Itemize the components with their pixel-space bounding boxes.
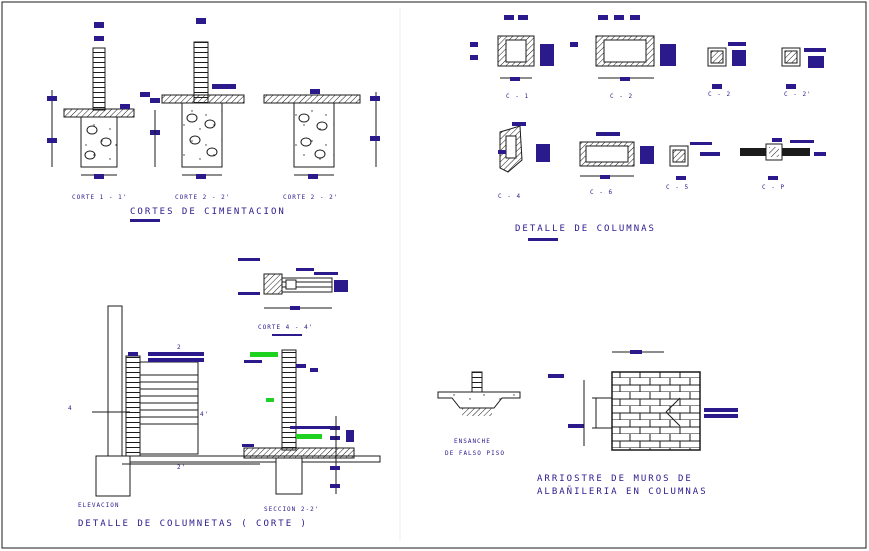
ensanche-drawing [437, 371, 521, 416]
ensanche-line-1: ENSANCHE [454, 438, 491, 445]
seccion-label: SECCION 2-2' [264, 506, 320, 513]
cimentacion-title: CORTES DE CIMENTACION [130, 207, 286, 217]
elevacion-drawing [92, 305, 381, 497]
foundation-cut-1 [47, 22, 135, 179]
arriostre-line-1: ARRIOSTRE DE MUROS DE [537, 474, 693, 484]
column-c6 [579, 132, 654, 179]
elevacion-label: ELEVACION [78, 502, 120, 509]
column-label-c2-small: C - 2 [708, 91, 732, 98]
column-c2-prime [781, 47, 826, 89]
arriostre-drawing [548, 350, 738, 451]
cimentacion-detail [47, 18, 380, 222]
seccion-drawing [242, 349, 355, 495]
mark-4-prime: 4' [200, 411, 210, 418]
foundation-cut-3 [263, 89, 380, 179]
cut-label-3: CORTE 2 - 2' [283, 194, 339, 201]
foundation-cut-2 [140, 18, 245, 179]
column-c1 [470, 15, 554, 81]
mark-2-prime: 2' [177, 464, 187, 471]
column-label-cp: C - P [762, 184, 786, 191]
columnetas-title: DETALLE DE COLUMNETAS ( CORTE ) [78, 519, 308, 529]
ensanche-line-2: DE FALSO PISO [445, 450, 505, 457]
columnas-detail [470, 15, 826, 241]
column-c4 [498, 122, 550, 173]
column-label-c4: C - 4 [498, 193, 522, 200]
column-label-c2-prime: C - 2' [784, 91, 812, 98]
columnetas-detail [92, 258, 381, 497]
column-label-c5: C - 5 [666, 184, 690, 191]
column-label-c1: C - 1 [506, 93, 530, 100]
column-cp [740, 138, 826, 180]
cut-label-2: CORTE 2 - 2' [175, 194, 231, 201]
column-c2-small [707, 42, 746, 89]
mark-2: 2 [177, 344, 182, 351]
column-c2 [570, 15, 676, 81]
column-label-c2: C - 2 [610, 93, 634, 100]
columnas-title: DETALLE DE COLUMNAS [515, 224, 656, 234]
cut-label-1: CORTE 1 - 1' [72, 194, 128, 201]
column-label-c6: C - 6 [590, 189, 614, 196]
corte-4-plan [238, 258, 348, 336]
column-c5 [669, 142, 720, 180]
mark-4: 4 [68, 405, 73, 412]
arriostre-line-2: ALBAÑILERIA EN COLUMNAS [537, 487, 708, 497]
corte-4-label: CORTE 4 - 4' [258, 324, 314, 331]
